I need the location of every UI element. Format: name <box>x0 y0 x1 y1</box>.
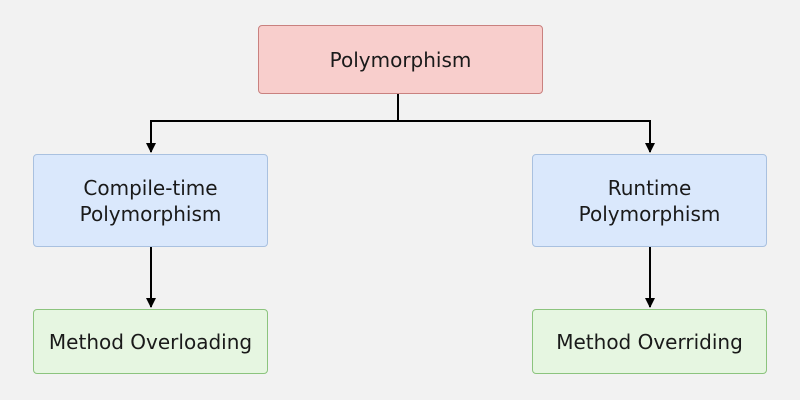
compile-time-polymorphism-label: Compile-time Polymorphism <box>79 175 222 226</box>
runtime-polymorphism-node: Runtime Polymorphism <box>532 154 767 247</box>
method-overriding-label: Method Overriding <box>556 329 743 354</box>
method-overriding-node: Method Overriding <box>532 309 767 374</box>
polymorphism-node: Polymorphism <box>258 25 543 94</box>
polymorphism-label: Polymorphism <box>329 47 472 72</box>
edge-root-to-compile-time <box>146 94 399 153</box>
method-overloading-node: Method Overloading <box>33 309 268 374</box>
runtime-polymorphism-label: Runtime Polymorphism <box>578 175 721 226</box>
compile-time-polymorphism-node: Compile-time Polymorphism <box>33 154 268 247</box>
method-overloading-label: Method Overloading <box>48 329 253 354</box>
edge-root-to-runtime <box>398 120 655 153</box>
